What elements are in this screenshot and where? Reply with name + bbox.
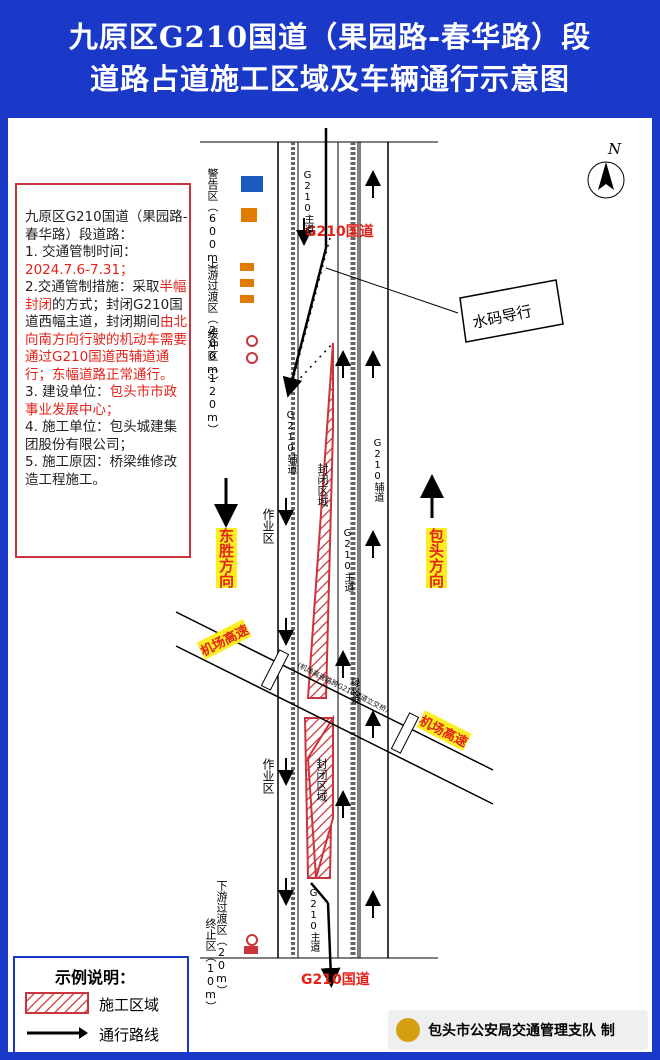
compass-icon [586, 162, 626, 202]
label-main-bottom: G210主道 [308, 888, 319, 952]
sign-blue [241, 176, 263, 192]
legend-title: 示例说明： [55, 968, 136, 987]
zone-end: 终止区（10m） [204, 918, 217, 1012]
zone-downstream: 下游过渡区（20m） [215, 880, 228, 996]
footer-credit: 包头市公安局交通管理支队 制 [388, 1010, 648, 1050]
legend-work-zone: 施工区域 [99, 996, 160, 1014]
info-item5: 5. 施工原因：桥梁维修改造工程施工。 [25, 454, 178, 488]
info-intro: 九原区G210国道（果园路-春华路）段道路： [25, 209, 188, 243]
compass-label: N [608, 140, 622, 158]
title-line-1: 九原区G210国道（果园路-春华路）段 [68, 20, 592, 54]
zone-upstream: 上游过渡区（200m） [206, 258, 219, 387]
info-box: 九原区G210国道（果园路-春华路）段道路： 1. 交通管制时间： 2024.7… [15, 183, 191, 558]
zone-work-1: 作业区 [261, 508, 275, 544]
info-item1-time: 2024.7.6-7.31； [25, 261, 134, 278]
label-aux-west: G210辅道 [285, 410, 296, 474]
legend-route: 通行路线 [99, 1026, 160, 1044]
map-panel: N 九原区G210国道（果园路-春华路）段道路： 1. 交通管制时间： 2024… [8, 118, 652, 1054]
sign-orange [241, 208, 257, 222]
label-g210-bottom: G210国道 [301, 972, 370, 988]
legend: 示例说明： 施工区域 通行路线 [13, 956, 189, 1054]
info-item2-a: 2.交通管制措施：采取 [25, 279, 160, 295]
info-item1-label: 1. 交通管制时间： [25, 244, 137, 260]
closure-zone-upper [306, 342, 334, 699]
zone-buffer: 缓冲区（120m） [206, 328, 219, 435]
label-aux-east: G210辅道 [372, 438, 383, 502]
label-baotou: 包头方向 [426, 528, 447, 588]
zone-warning: 警告区（600m） [206, 168, 219, 275]
label-g210-top: G210国道 [305, 224, 374, 240]
label-main-mid: G210主道 [342, 528, 353, 592]
info-item2-red2: 由北向南方向行驶的机动车需要通过G210国道西辅道通行；东幅道路正常通行。 [25, 314, 187, 383]
legend-work-zone-icon [25, 992, 89, 1014]
label-main-top: G210主道 [302, 170, 313, 234]
label-dongsheng: 东胜方向 [216, 528, 237, 588]
label-closed-1: 封闭区域 [316, 463, 329, 507]
footer-org: 包头市公安局交通管理支队 制 [428, 1023, 615, 1039]
road-diagram [175, 128, 625, 988]
info-item4: 4. 施工单位：包头城建集团股份有限公司； [25, 419, 178, 453]
info-item3-red: 包头市市政事业发展中心； [25, 384, 178, 418]
police-emblem-icon [396, 1018, 420, 1042]
info-item2-red1: 半幅封闭 [25, 279, 187, 313]
label-green: 绿化带 [349, 678, 359, 705]
header-banner: 九原区G210国道（果园路-春华路）段 道路占道施工区域及车辆通行示意图 [0, 0, 660, 110]
legend-route-icon [27, 1027, 88, 1039]
label-closed-2: 封闭区域 [315, 758, 328, 802]
title-line-2: 道路占道施工区域及车辆通行示意图 [89, 62, 570, 96]
info-item3-a: 3. 建设单位： [25, 384, 110, 400]
info-item2-b: 的方式；封闭G210国道西幅主道，封闭期间 [25, 296, 183, 331]
zone-work-2: 作业区 [261, 758, 275, 794]
